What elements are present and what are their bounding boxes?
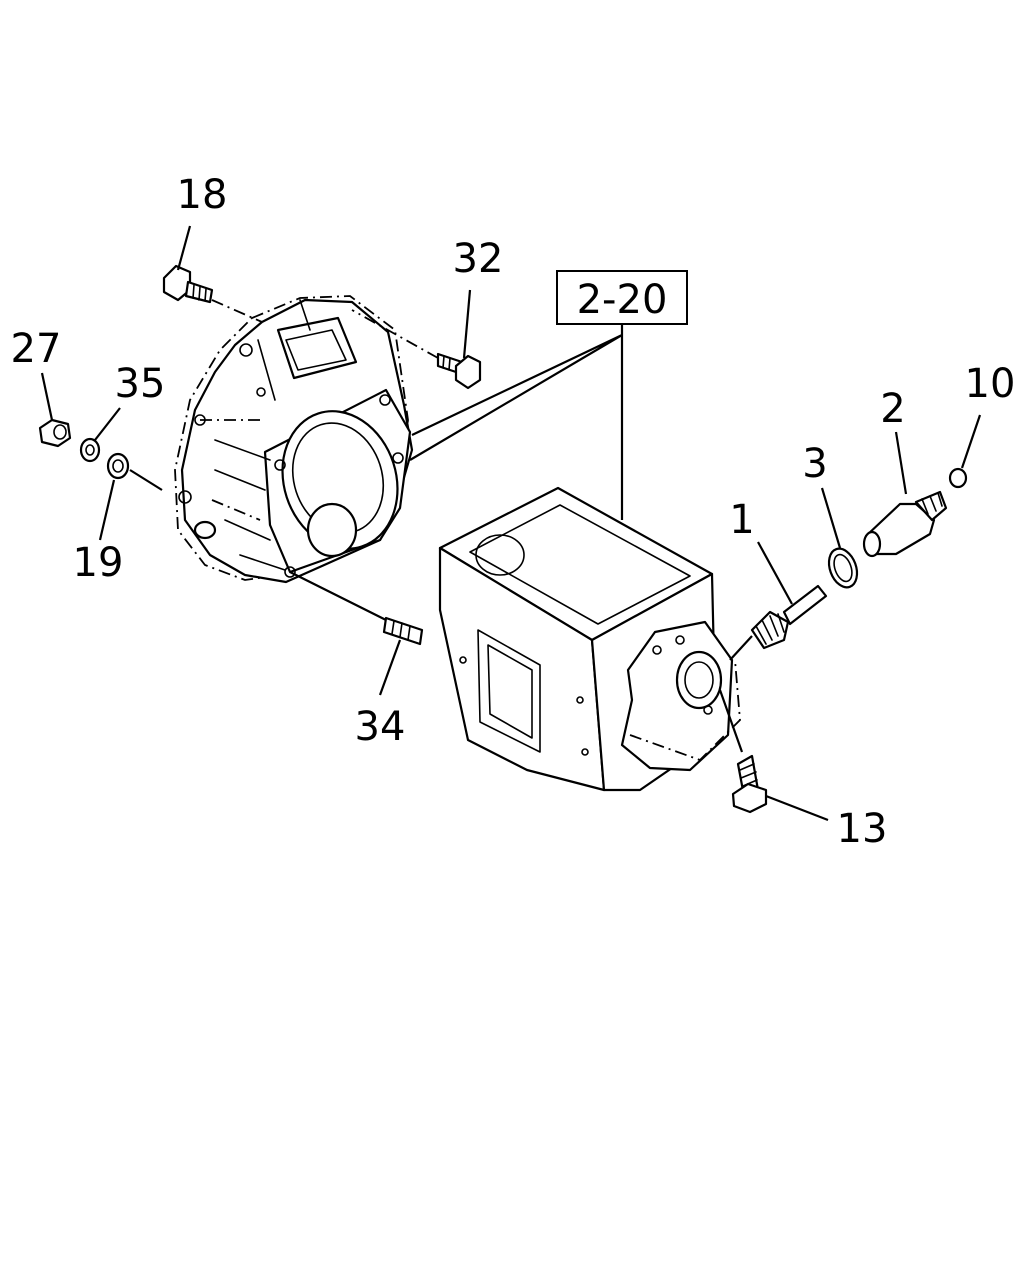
stud-34[interactable] xyxy=(382,616,424,646)
transmission-case[interactable] xyxy=(438,486,741,792)
callout-35: 35 xyxy=(115,361,166,407)
callout-13: 13 xyxy=(837,806,888,852)
leader-18 xyxy=(176,225,192,271)
callout-27: 27 xyxy=(11,326,62,372)
gear-1[interactable] xyxy=(750,584,828,650)
callout-1: 1 xyxy=(729,497,754,543)
oring-3[interactable] xyxy=(824,545,862,591)
clutch-housing[interactable] xyxy=(174,295,415,584)
callout-19: 19 xyxy=(73,540,124,586)
leader-32 xyxy=(462,289,472,359)
lockwasher-35[interactable] xyxy=(79,437,101,463)
nut-27[interactable] xyxy=(38,418,72,448)
callout-3: 3 xyxy=(802,441,827,487)
reference-box[interactable]: 2-20 xyxy=(556,270,688,325)
leader-35 xyxy=(94,407,121,441)
leader-34 xyxy=(378,639,402,696)
plug-10[interactable] xyxy=(948,467,968,489)
washer-19[interactable] xyxy=(106,452,130,480)
leader-10 xyxy=(960,414,982,469)
bolt-13[interactable] xyxy=(731,754,768,814)
bolt-32[interactable] xyxy=(436,352,482,390)
leader-2 xyxy=(894,431,908,495)
leader-1 xyxy=(757,541,793,605)
callout-34: 34 xyxy=(355,704,406,750)
reference-label: 2-20 xyxy=(577,277,668,323)
reference-leader xyxy=(409,324,624,520)
leader-3 xyxy=(820,487,842,549)
callout-10: 10 xyxy=(965,361,1016,407)
callout-32: 32 xyxy=(453,236,504,282)
leader-27 xyxy=(40,372,54,421)
bolt-18[interactable] xyxy=(162,264,214,304)
leader-19 xyxy=(98,479,116,541)
sleeve-2[interactable] xyxy=(862,490,948,558)
callout-2: 2 xyxy=(880,386,905,432)
callout-18: 18 xyxy=(177,172,228,218)
leader-13 xyxy=(765,794,829,822)
